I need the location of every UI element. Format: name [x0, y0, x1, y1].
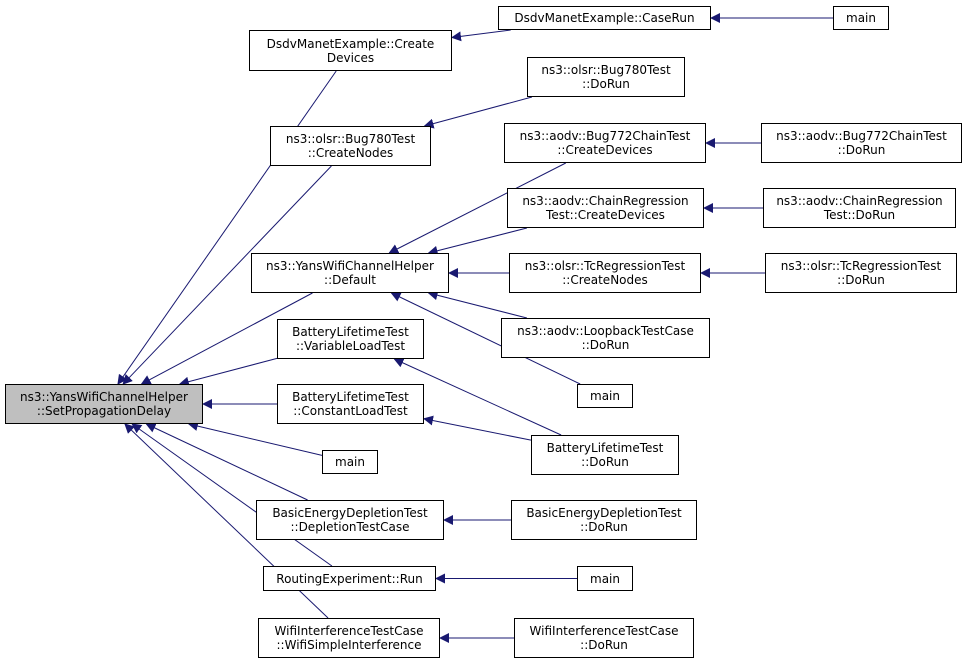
node-label-line: ns3::aodv::Bug772ChainTest — [776, 129, 947, 143]
call-edge-loopDR-to-ywDef — [427, 290, 528, 319]
node-wifiinterference-dorun[interactable]: WifiInterferenceTestCase ::DoRun — [514, 618, 694, 658]
call-edge-battDR-to-battCL — [423, 415, 532, 441]
node-label-line: ::DoRun — [581, 338, 630, 352]
node-label-line: ns3::olsr::Bug780Test — [541, 63, 671, 77]
call-edge-dsdvCD-to-root — [117, 70, 337, 385]
node-label-line: ::ConstantLoadTest — [293, 404, 408, 418]
node-dsdvmanet-caserun[interactable]: DsdvManetExample::CaseRun — [498, 6, 711, 30]
node-label-line: ns3::aodv::Bug772ChainTest — [519, 129, 691, 143]
node-label-line: Test::CreateDevices — [546, 208, 665, 222]
call-edge-basicDTC-to-root — [145, 423, 308, 501]
node-label-line: ::DoRun — [581, 455, 629, 469]
node-label-line: ::CreateDevices — [557, 143, 653, 157]
node-label-line: ::SetPropagationDelay — [36, 404, 172, 418]
call-edge-b772CD-to-ywDef — [388, 162, 566, 254]
node-label-line: ::Default — [324, 273, 376, 287]
node-label-line: DsdvManetExample::CaseRun — [514, 11, 695, 25]
node-yanswifichannelhelper-default[interactable]: ns3::YansWifiChannelHelper ::Default — [251, 253, 449, 293]
node-label-line: WifiInterferenceTestCase — [529, 624, 679, 638]
node-label-line: ns3::YansWifiChannelHelper — [266, 259, 434, 273]
node-label-line: BasicEnergyDepletionTest — [272, 506, 428, 520]
node-label-line: BatteryLifetimeTest — [546, 441, 664, 455]
node-dsdvmanet-createdevices[interactable]: DsdvManetExample::Create Devices — [249, 30, 452, 71]
node-label-line: ::DoRun — [837, 273, 885, 287]
call-edge-chainCD-to-ywDef — [427, 227, 528, 256]
node-main-root[interactable]: main — [322, 450, 378, 474]
node-bug780-createnodes[interactable]: ns3::olsr::Bug780Test ::CreateNodes — [270, 126, 431, 166]
node-label-line: DsdvManetExample::Create — [266, 36, 435, 51]
node-label-line: ns3::olsr::TcRegressionTest — [524, 259, 686, 273]
node-label-line: WifiInterferenceTestCase — [274, 624, 424, 638]
node-batterylifetime-dorun[interactable]: BatteryLifetimeTest ::DoRun — [531, 435, 679, 475]
node-label-line: ns3::olsr::Bug780Test — [285, 132, 416, 146]
node-bug772-dorun[interactable]: ns3::aodv::Bug772ChainTest ::DoRun — [761, 123, 962, 163]
node-label-line: main — [590, 389, 620, 403]
call-edge-routRun-to-root — [131, 423, 333, 567]
call-edge-main2-to-ywDef — [390, 292, 581, 385]
node-label-line: Test::DoRun — [823, 208, 896, 222]
node-loopbacktestcase-dorun[interactable]: ns3::aodv::LoopbackTestCase ::DoRun — [501, 318, 710, 358]
node-label-line: ns3::YansWifiChannelHelper — [20, 390, 188, 404]
node-label-line: ns3::aodv::ChainRegression — [522, 194, 689, 208]
node-tcregression-createnodes[interactable]: ns3::olsr::TcRegressionTest ::CreateNode… — [509, 253, 701, 293]
node-label-line: ::DoRun — [580, 638, 628, 652]
node-basicenergy-dorun[interactable]: BasicEnergyDepletionTest ::DoRun — [511, 500, 697, 540]
node-label-line: ns3::aodv::LoopbackTestCase — [517, 324, 694, 338]
call-edge-dsdvCR-to-dsdvCD — [451, 29, 511, 42]
node-routingexperiment-run[interactable]: RoutingExperiment::Run — [263, 566, 436, 591]
node-wifiinterference-wifisimpleinterference[interactable]: WifiInterferenceTestCase ::WifiSimpleInt… — [258, 618, 440, 658]
node-label-line: RoutingExperiment::Run — [276, 571, 423, 586]
node-main-routing[interactable]: main — [577, 566, 633, 591]
node-chainregression-createdevices[interactable]: ns3::aodv::ChainRegression Test::CreateD… — [507, 188, 704, 228]
node-label-line: ::DoRun — [582, 77, 630, 91]
node-label-line: BatteryLifetimeTest — [292, 390, 409, 404]
node-batterylifetime-constantloadtest[interactable]: BatteryLifetimeTest ::ConstantLoadTest — [277, 384, 424, 424]
node-label-line: Devices — [326, 50, 375, 65]
call-edge-battVL-to-root — [178, 357, 278, 387]
node-label-line: ns3::aodv::ChainRegression — [776, 194, 943, 208]
call-edge-battDR-to-battVL — [393, 358, 562, 436]
node-main-dsdv[interactable]: main — [833, 6, 889, 30]
call-edge-main3-to-root — [187, 421, 323, 456]
node-bug780-dorun[interactable]: ns3::olsr::Bug780Test ::DoRun — [527, 57, 685, 97]
node-basicenergy-depletiontestcase[interactable]: BasicEnergyDepletionTest ::DepletionTest… — [256, 500, 444, 540]
node-label-line: ::DoRun — [580, 520, 628, 534]
node-main-default[interactable]: main — [577, 384, 633, 408]
node-setpropagationdelay: ns3::YansWifiChannelHelper ::SetPropagat… — [5, 384, 203, 424]
node-label-line: BasicEnergyDepletionTest — [526, 506, 682, 520]
node-batterylifetime-variableloadtest[interactable]: BatteryLifetimeTest ::VariableLoadTest — [277, 319, 424, 359]
node-tcregression-dorun[interactable]: ns3::olsr::TcRegressionTest ::DoRun — [765, 253, 957, 293]
node-label-line: main — [590, 571, 620, 586]
node-label-line: ::VariableLoadTest — [295, 339, 406, 353]
node-bug772-createdevices[interactable]: ns3::aodv::Bug772ChainTest ::CreateDevic… — [504, 123, 706, 163]
node-chainregression-dorun[interactable]: ns3::aodv::ChainRegression Test::DoRun — [763, 188, 956, 228]
node-label-line: ::WifiSimpleInterference — [276, 638, 422, 652]
node-label-line: main — [335, 455, 365, 469]
call-edge-b780DR-to-b780CN — [423, 96, 533, 129]
call-edge-ywDef-to-root — [140, 292, 313, 385]
node-label-line: BatteryLifetimeTest — [292, 325, 409, 339]
node-label-line: ::DepletionTestCase — [290, 520, 410, 534]
node-label-line: main — [846, 11, 876, 25]
call-edge-b780CN-to-root — [122, 165, 332, 385]
node-label-line: ::CreateNodes — [562, 273, 648, 287]
node-label-line: ::CreateNodes — [307, 146, 394, 160]
node-label-line: ::DoRun — [837, 143, 886, 157]
node-label-line: ns3::olsr::TcRegressionTest — [780, 259, 942, 273]
